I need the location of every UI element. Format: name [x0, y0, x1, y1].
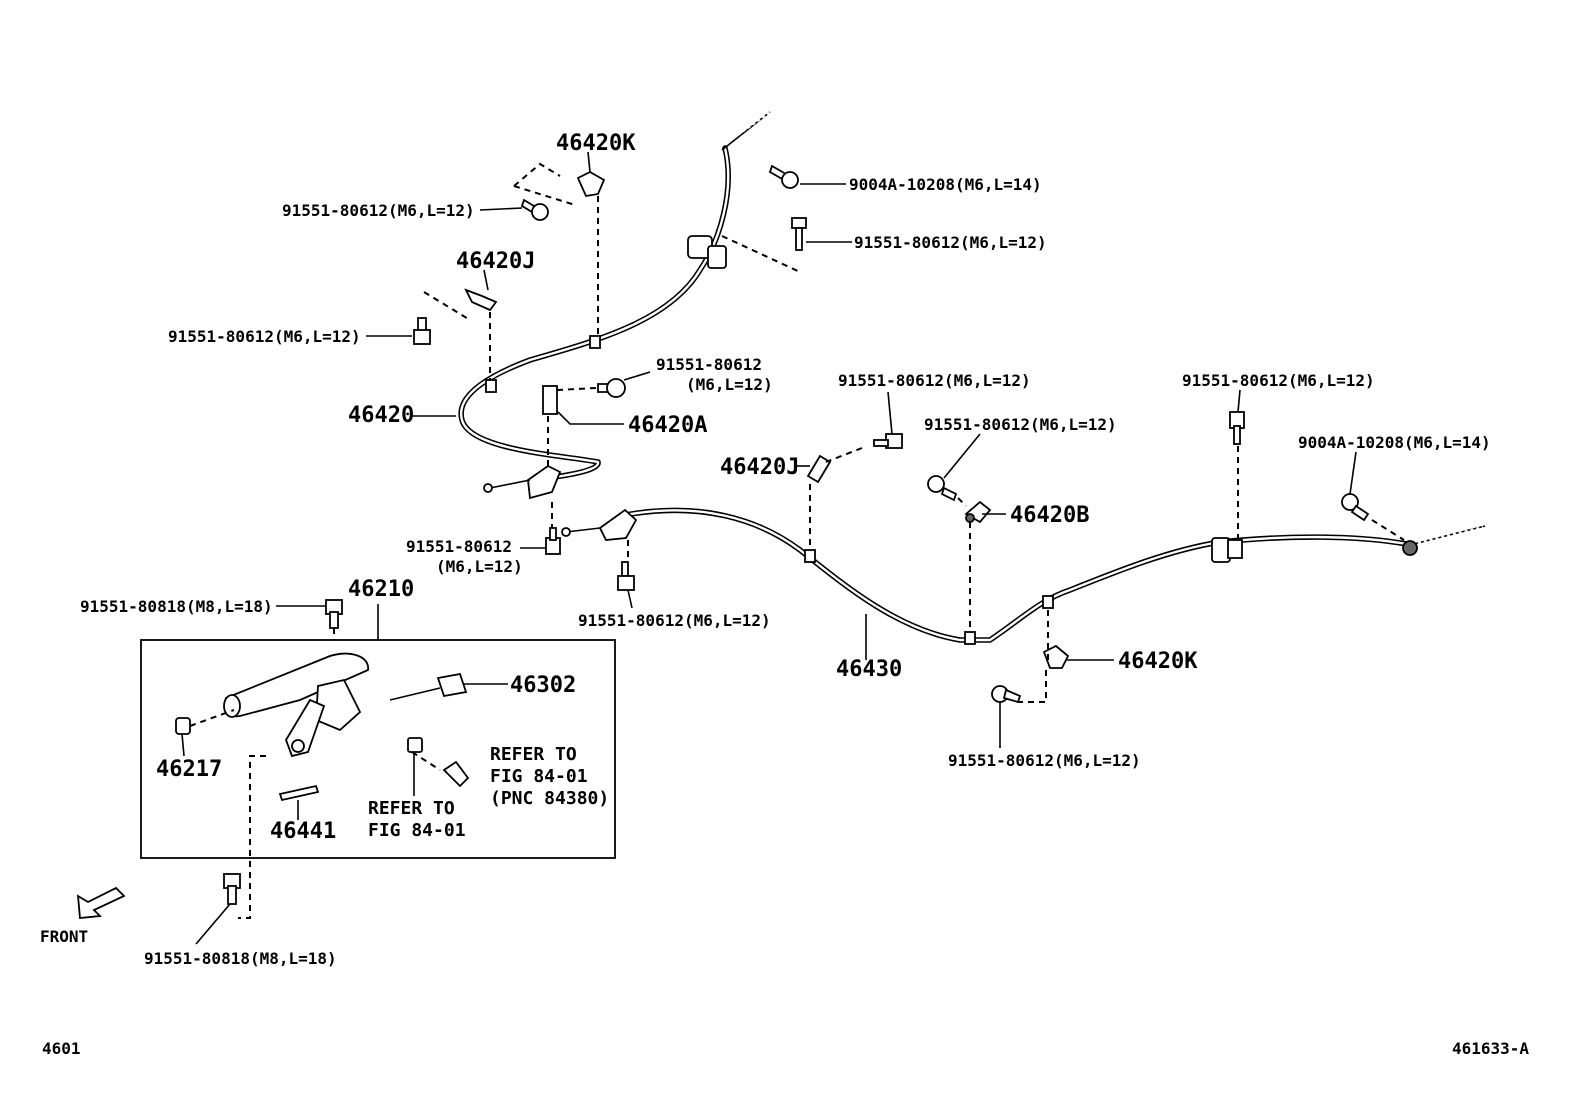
- label-46420j-mid: 46420J: [720, 455, 799, 480]
- label-46420k-top: 46420K: [556, 131, 636, 156]
- label-91551-left: 91551-80612(M6,L=12): [168, 327, 361, 346]
- label-9004a-top: 9004A-10208(M6,L=14): [849, 175, 1042, 194]
- clip-46420k-right: [1042, 644, 1070, 669]
- page-code: 4601: [42, 1039, 81, 1058]
- cable-46420-bracket: [483, 464, 562, 500]
- label-46302: 46302: [510, 673, 576, 698]
- label-91551-center2: 91551-80612(M6,L=12): [924, 415, 1117, 434]
- cable-46420: [458, 107, 777, 481]
- figure-code: 461633-A: [1452, 1039, 1529, 1058]
- leader-lines: [181, 151, 1357, 945]
- label-46420a: 46420A: [628, 413, 707, 438]
- label-46441: 46441: [270, 819, 336, 844]
- label-refer1-1: REFER TO: [368, 798, 455, 819]
- label-91551-low-2: (M6,L=12): [436, 557, 523, 576]
- label-refer2-3: (PNC 84380): [490, 788, 609, 809]
- clip-46420b: [964, 500, 992, 524]
- label-91551-bottomright: 91551-80612(M6,L=12): [948, 751, 1141, 770]
- bolt-91551-center2: [927, 475, 958, 502]
- bolt-91551-topright: [791, 217, 807, 251]
- bolt-9004a-right: [1341, 493, 1370, 522]
- bolt-9004a-top: [768, 164, 799, 189]
- lever-assembly-box: [140, 604, 616, 859]
- label-refer2-2: FIG 84-01: [490, 766, 588, 787]
- bolt-91551-topleft: [520, 198, 549, 221]
- label-9004a-right: 9004A-10208(M6,L=14): [1298, 433, 1491, 452]
- label-46430: 46430: [836, 657, 902, 682]
- label-91551-low2: 91551-80612(M6,L=12): [578, 611, 771, 630]
- clip-46420k-top: [576, 170, 606, 198]
- bolt-91551-80818-top: [325, 599, 343, 629]
- clip-46420a: [542, 385, 558, 415]
- label-91551-right: 91551-80612(M6,L=12): [1182, 371, 1375, 390]
- bolt-91551-mid: [597, 378, 626, 398]
- label-91551-mid-2: (M6,L=12): [686, 375, 773, 394]
- label-46420j-top: 46420J: [456, 249, 535, 274]
- label-91551-low-1: 91551-80612: [406, 537, 512, 556]
- label-46420: 46420: [348, 403, 414, 428]
- part-labels: 46420K 9004A-10208(M6,L=14) 91551-80612(…: [40, 131, 1529, 1058]
- label-91551-topleft: 91551-80612(M6,L=12): [282, 201, 475, 220]
- dashed-guides: [189, 162, 1405, 919]
- bolt-91551-left: [413, 317, 431, 345]
- cable-46430: [561, 507, 1486, 645]
- clip-46420j-top: [464, 288, 498, 312]
- label-91551-center: 91551-80612(M6,L=12): [838, 371, 1031, 390]
- clip-46420j-mid: [806, 454, 832, 484]
- front-arrow-icon: [76, 886, 126, 919]
- label-front: FRONT: [40, 927, 88, 946]
- label-46210: 46210: [348, 577, 414, 602]
- bolt-91551-bottomright: [991, 685, 1022, 704]
- label-91551-80818-top: 91551-80818(M8,L=18): [80, 597, 273, 616]
- label-46420b: 46420B: [1010, 503, 1089, 528]
- bolt-91551-right: [1229, 411, 1245, 445]
- label-46217: 46217: [156, 757, 222, 782]
- label-91551-topright: 91551-80612(M6,L=12): [854, 233, 1047, 252]
- bolt-91551-80818-bottom: [223, 873, 241, 905]
- label-91551-80818-bottom: 91551-80818(M8,L=18): [144, 949, 337, 968]
- label-refer1-2: FIG 84-01: [368, 820, 466, 841]
- label-refer2-1: REFER TO: [490, 744, 577, 765]
- label-46420k-right: 46420K: [1118, 649, 1198, 674]
- bolt-91551-low: [545, 527, 561, 555]
- label-91551-mid-1: 91551-80612: [656, 355, 762, 374]
- bolt-91551-low2: [617, 561, 635, 591]
- bolt-91551-center: [873, 433, 903, 449]
